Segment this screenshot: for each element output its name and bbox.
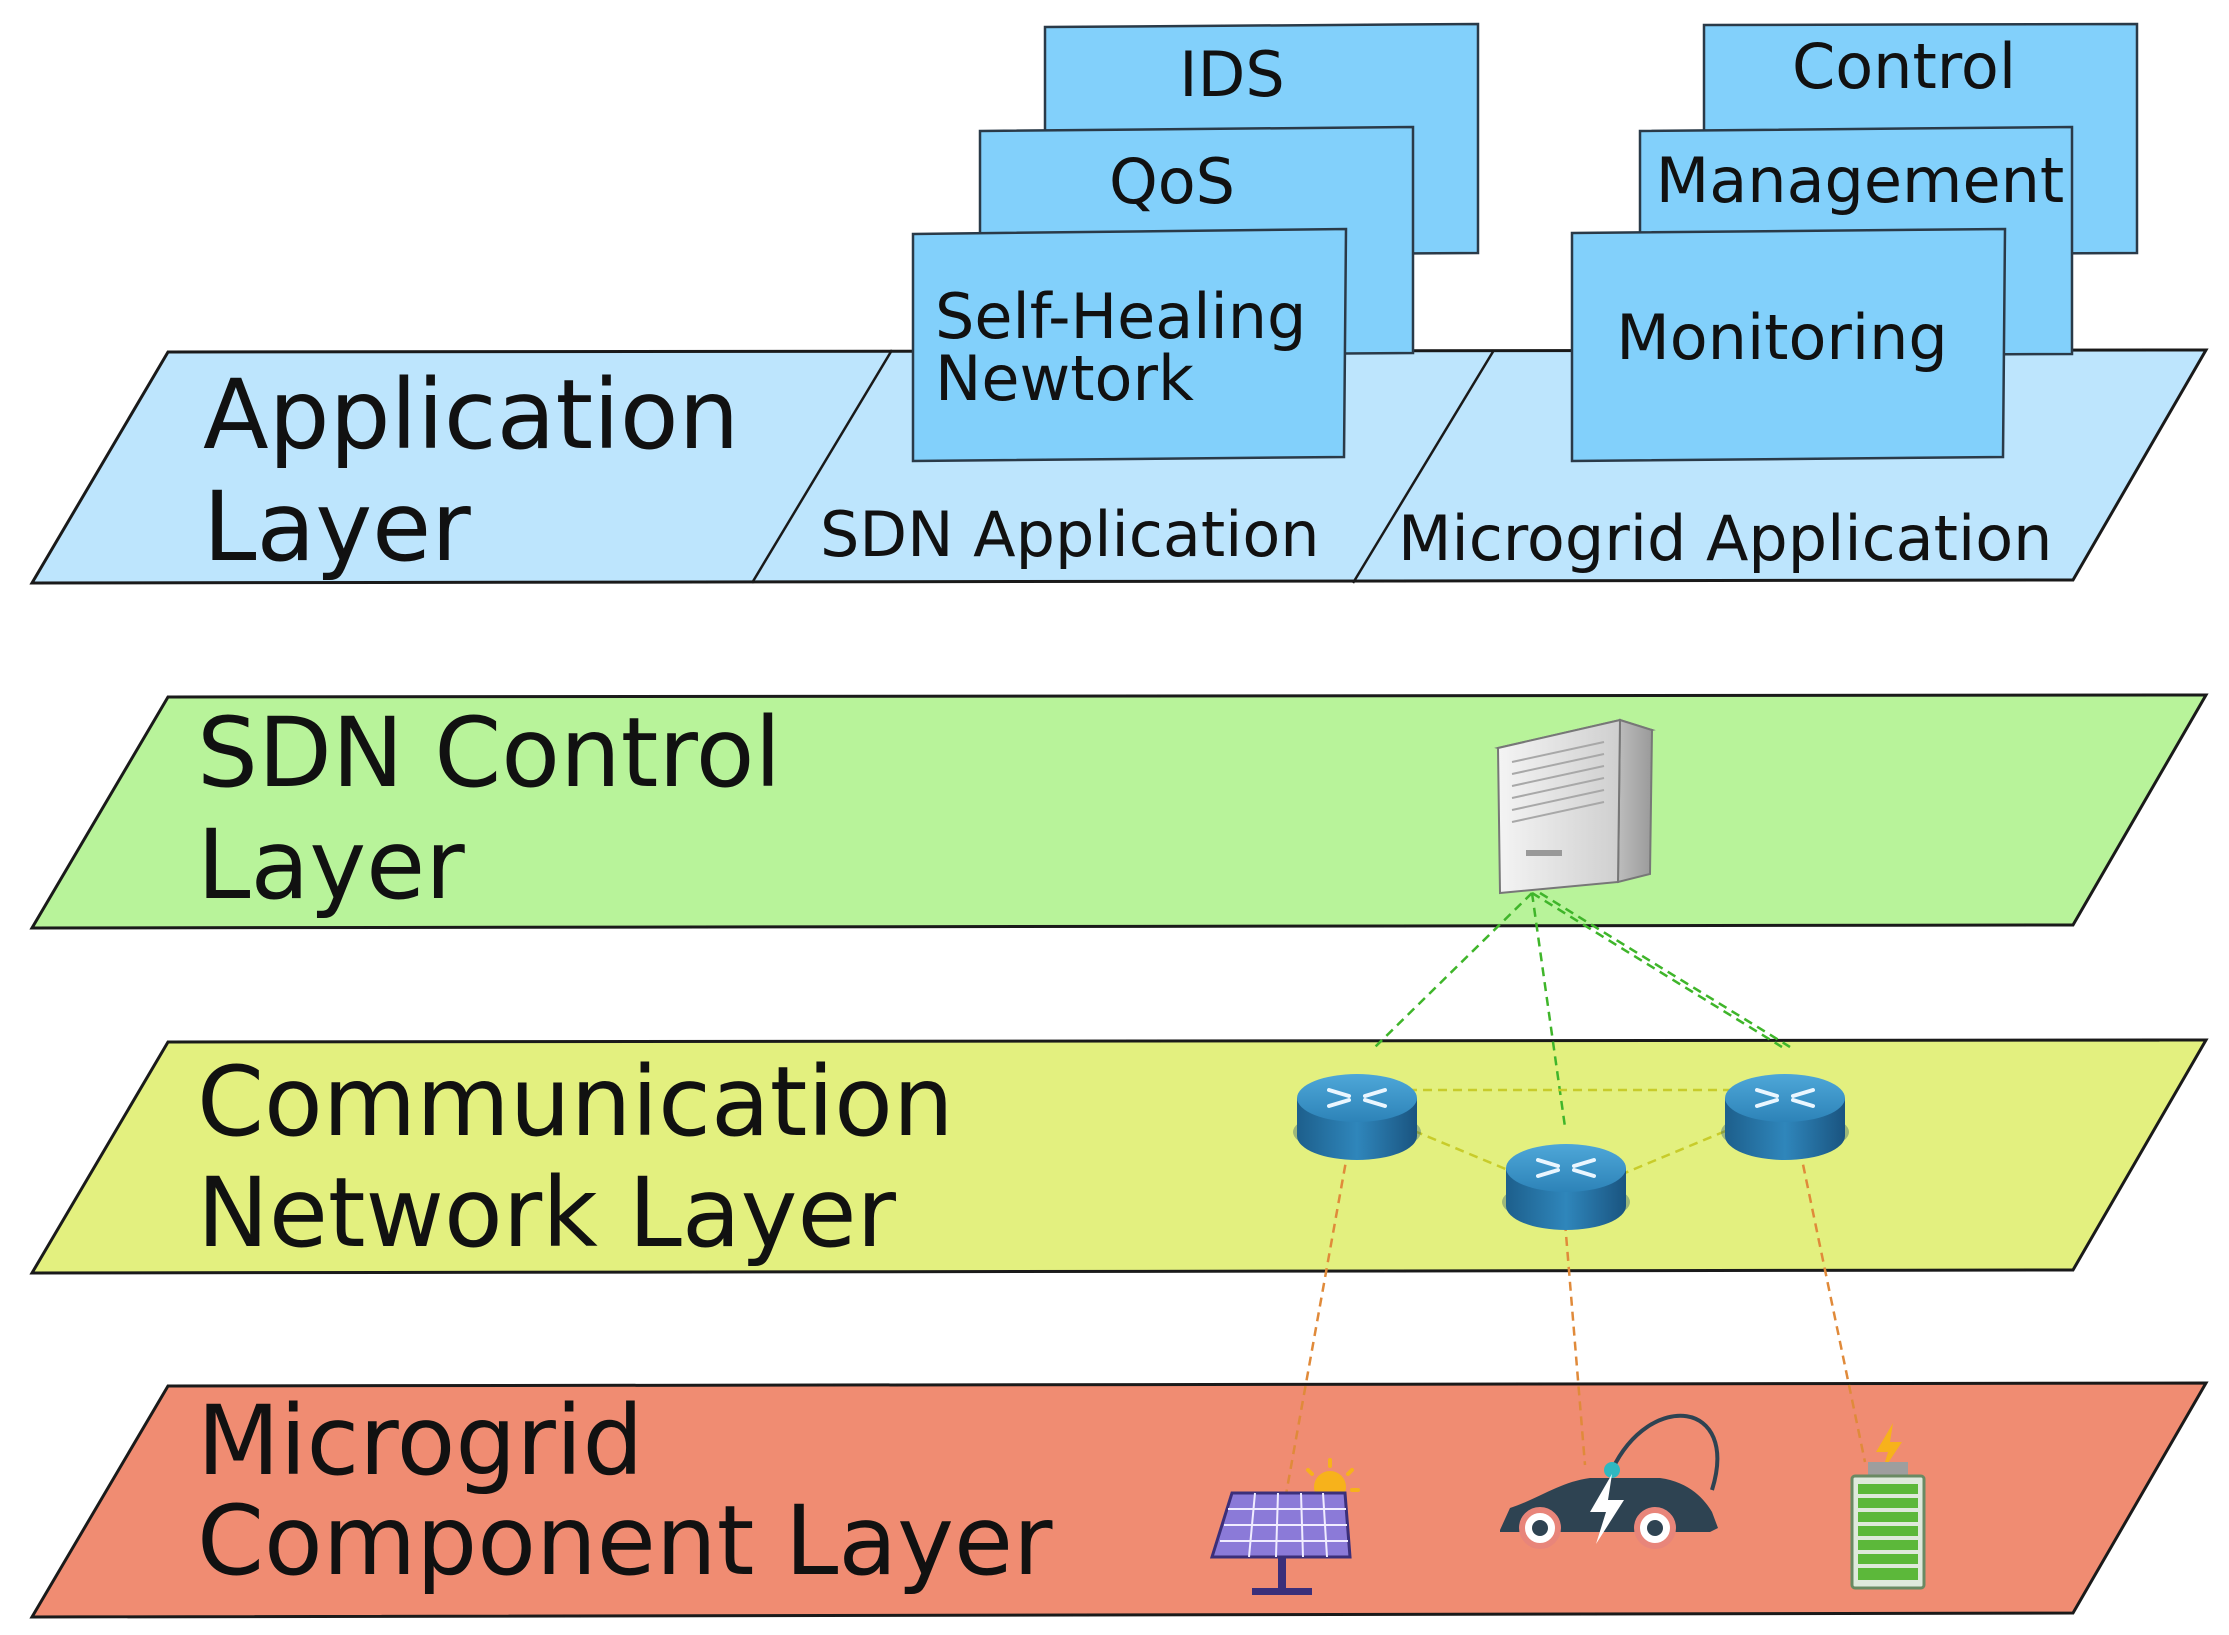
self-healing-network-card[interactable]	[911, 227, 1348, 463]
microgrid-component-layer: Microgrid Component Layer	[29, 1381, 2209, 1619]
battery-icon[interactable]	[1850, 1423, 1926, 1590]
communication-layer-title-line2: Network Layer	[197, 1157, 897, 1269]
communication-network-layer: Communication Network Layer	[29, 1038, 2209, 1275]
microgrid-application-group: Control Management Monitoring Microgrid …	[1398, 22, 2139, 575]
sdn-control-layer-title-line1: SDN Control	[197, 697, 781, 809]
sdn-application-divider	[750, 349, 894, 584]
microgrid-layer-plane	[29, 1381, 2209, 1619]
application-layer-title-line1: Application	[203, 359, 739, 471]
router-icon[interactable]	[1293, 1074, 1421, 1160]
monitoring-card[interactable]	[1570, 227, 2007, 463]
sdn-control-layer-title-line2: Layer	[197, 809, 465, 921]
microgrid-layer-title-line1: Microgrid	[197, 1385, 643, 1497]
microgrid-layer-title-line2: Component Layer	[197, 1485, 1053, 1597]
control-card-label: Control	[1792, 30, 2016, 103]
device-links	[1283, 1149, 1867, 1501]
router-icon[interactable]	[1721, 1074, 1849, 1160]
management-card-label: Management	[1656, 144, 2064, 217]
application-layer-title-line2: Layer	[203, 471, 471, 583]
communication-layer-title-line1: Communication	[197, 1046, 954, 1158]
sdn-control-layer: SDN Control Layer	[29, 693, 2209, 930]
sdn-application-label: SDN Application	[820, 498, 1320, 571]
control-links	[1374, 891, 1791, 1128]
microgrid-application-label: Microgrid Application	[1398, 502, 2052, 575]
electric-car-charging-icon[interactable]	[1500, 1413, 1720, 1549]
monitoring-card-label: Monitoring	[1616, 301, 1948, 374]
microgrid-application-divider	[1351, 349, 1496, 584]
solar-panel-icon[interactable]	[1209, 1458, 1360, 1595]
router-icon[interactable]	[1502, 1144, 1630, 1230]
server-icon[interactable]	[1494, 718, 1656, 895]
sdn-application-group: IDS QoS Self-Healing Newtork SDN Applica…	[820, 22, 1480, 571]
self-healing-card-label-line2: Newtork	[935, 342, 1194, 415]
mesh-links	[1399, 1088, 1741, 1177]
sdn-control-layer-plane	[29, 693, 2209, 930]
self-healing-card-label-line1: Self-Healing	[935, 280, 1306, 353]
ids-card-label: IDS	[1179, 38, 1284, 111]
qos-card-label: QoS	[1109, 145, 1235, 218]
communication-layer-plane	[29, 1038, 2209, 1275]
